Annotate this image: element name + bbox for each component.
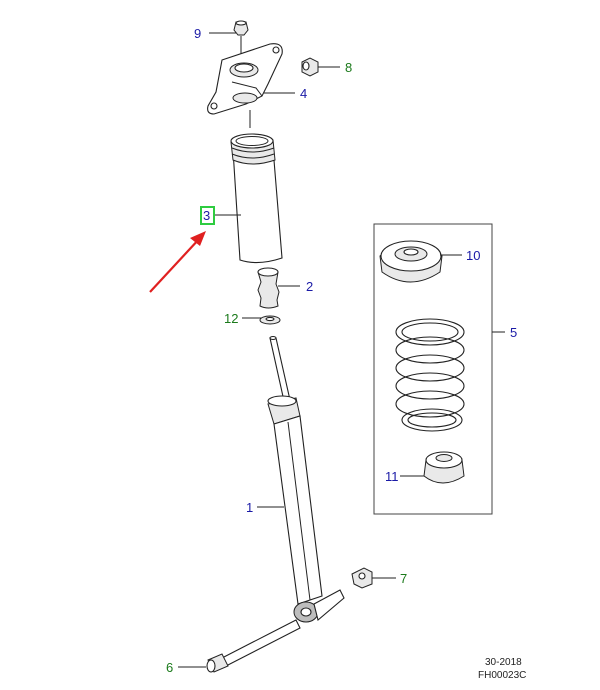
part-8-nut <box>301 57 319 77</box>
part-11-spring-seat <box>423 451 465 484</box>
footer-date-code: 30-2018 <box>485 657 522 668</box>
callout-3-highlight-box <box>200 206 215 225</box>
part-9-nut <box>233 20 249 36</box>
part-3-dust-boot <box>230 133 283 264</box>
callout-1: 1 <box>246 500 253 515</box>
red-pointer-arrow <box>149 231 206 293</box>
part-5-coil-spring <box>395 318 465 432</box>
footer-figure-id: FH00023C <box>478 670 526 681</box>
callout-10: 10 <box>466 248 480 263</box>
part-12-washer <box>259 315 281 325</box>
callout-4: 4 <box>300 86 307 101</box>
callout-7: 7 <box>400 571 407 586</box>
part-4-top-mount <box>207 43 283 115</box>
callout-5: 5 <box>510 325 517 340</box>
callout-2: 2 <box>306 279 313 294</box>
part-6-bolt <box>206 619 301 673</box>
callout-12: 12 <box>224 311 238 326</box>
callout-labels: 9 8 4 3 2 12 10 5 11 1 7 6 <box>166 26 517 675</box>
callout-8: 8 <box>345 60 352 75</box>
callout-9: 9 <box>194 26 201 41</box>
leader-lines <box>178 32 505 668</box>
part-1-shock-absorber <box>267 335 345 623</box>
spring-kit-box <box>373 223 493 515</box>
callout-11: 11 <box>385 469 399 484</box>
callout-3: 3 <box>203 208 210 223</box>
part-10-spring-seat <box>379 240 443 283</box>
part-7-clip <box>351 567 373 589</box>
part-2-bump-stop <box>257 267 280 309</box>
callout-6: 6 <box>166 660 173 675</box>
